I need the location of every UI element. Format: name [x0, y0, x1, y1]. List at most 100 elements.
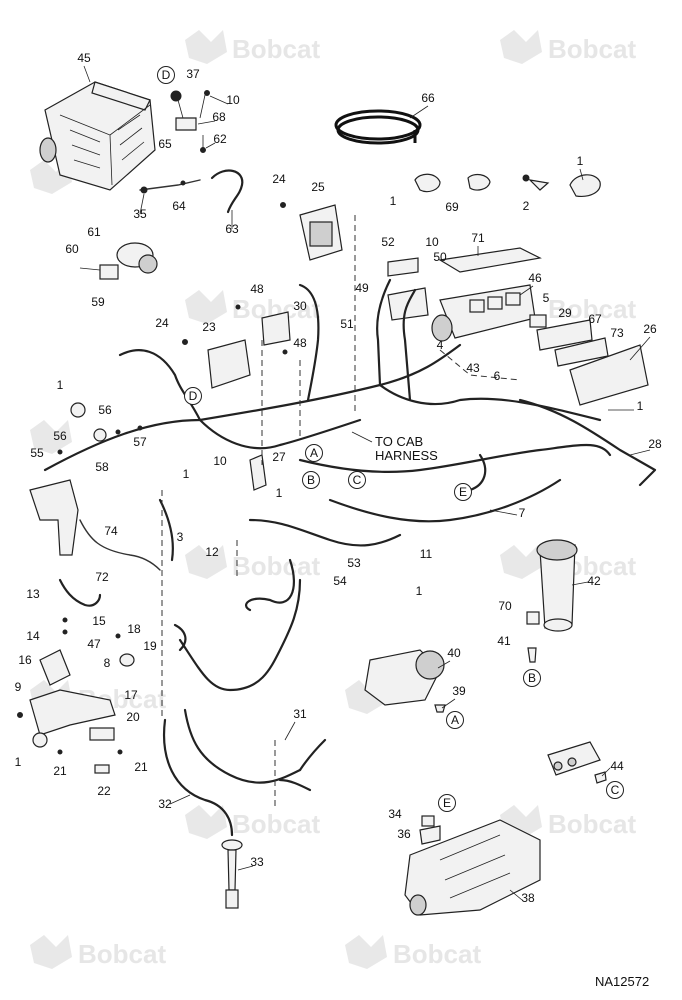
callout-32: 32 [158, 797, 172, 811]
callout-14: 14 [26, 629, 40, 643]
callout-23: 23 [202, 320, 216, 334]
bracket-27 [249, 454, 267, 491]
reference-E: E [454, 483, 472, 501]
callout-1: 1 [57, 378, 64, 392]
valve-body-38 [404, 815, 541, 916]
callout-59: 59 [91, 295, 105, 309]
callout-72: 72 [95, 570, 109, 584]
callout-52: 52 [381, 235, 395, 249]
watermark-logo-icon [185, 30, 227, 64]
bracket-30 [235, 304, 291, 355]
callout-35: 35 [133, 207, 147, 221]
callout-30: 30 [293, 299, 307, 313]
callout-20: 20 [126, 710, 140, 724]
callout-73: 73 [610, 326, 624, 340]
reference-D: D [157, 66, 175, 84]
callout-57: 57 [133, 435, 147, 449]
svg-text:C: C [611, 783, 620, 797]
drawing-number: NA12572 [595, 974, 649, 989]
watermark-text: Bobcat [548, 809, 636, 839]
svg-text:A: A [310, 446, 318, 460]
callout-36: 36 [397, 827, 411, 841]
control-module-45 [39, 81, 156, 191]
callout-65: 65 [158, 137, 172, 151]
reference-B: B [302, 471, 320, 489]
callout-44: 44 [610, 759, 624, 773]
motor-40 [364, 649, 446, 713]
callout-16: 16 [18, 653, 32, 667]
callout-1: 1 [183, 467, 190, 481]
wire-64 [139, 179, 201, 191]
callout-37: 37 [186, 67, 200, 81]
callout-1: 1 [577, 154, 584, 168]
callout-69: 69 [445, 200, 459, 214]
callout-68: 68 [212, 110, 226, 124]
callout-19: 19 [143, 639, 157, 653]
callout-63: 63 [225, 222, 239, 236]
harness-28 [518, 398, 657, 487]
callout-42: 42 [587, 574, 601, 588]
tube-coil-66 [334, 109, 422, 145]
svg-text:E: E [459, 485, 467, 499]
callout-41: 41 [497, 634, 511, 648]
svg-text:C: C [353, 473, 362, 487]
fastener-group-37-68 [170, 90, 210, 153]
valve-block-44 [547, 741, 607, 784]
callout-61: 61 [87, 225, 101, 239]
callout-43: 43 [466, 361, 480, 375]
callout-15: 15 [92, 614, 106, 628]
watermark-text: Bobcat [232, 34, 320, 64]
callout-60: 60 [65, 242, 79, 256]
watermark-logo-icon [500, 30, 542, 64]
callout-10: 10 [226, 93, 240, 107]
callout-3: 3 [177, 530, 184, 544]
callout-9: 9 [15, 680, 22, 694]
callout-47: 47 [87, 637, 101, 651]
watermark-logo-icon [500, 545, 542, 579]
callout-53: 53 [347, 556, 361, 570]
watermark-logo-icon [30, 420, 72, 454]
reference-lines [161, 215, 521, 810]
svg-text:B: B [307, 473, 315, 487]
module-23 [182, 339, 251, 389]
svg-text:D: D [162, 68, 171, 82]
watermark-text: Bobcat [78, 939, 166, 969]
callout-6: 6 [494, 369, 501, 383]
callout-22: 22 [97, 784, 111, 798]
callout-62: 62 [213, 132, 227, 146]
callout-74: 74 [104, 524, 118, 538]
callout-4: 4 [437, 338, 444, 352]
callout-12: 12 [205, 545, 219, 559]
reference-C: C [348, 471, 366, 489]
svg-text:D: D [189, 389, 198, 403]
callout-70: 70 [498, 599, 512, 613]
callout-31: 31 [293, 707, 307, 721]
callout-45: 45 [77, 51, 91, 65]
callout-1: 1 [15, 755, 22, 769]
callout-67: 67 [588, 312, 602, 326]
callout-26: 26 [643, 322, 657, 336]
callout-11: 11 [420, 547, 433, 561]
callout-46: 46 [528, 271, 542, 285]
callout-1: 1 [390, 194, 397, 208]
watermark-logo-icon [185, 290, 227, 324]
callout-27: 27 [272, 450, 286, 464]
watermark-logo-icon [185, 545, 227, 579]
watermark-text: Bobcat [548, 294, 636, 324]
callout-10: 10 [213, 454, 227, 468]
callout-51: 51 [340, 317, 354, 331]
reference-A: A [446, 711, 464, 729]
reference-B: B [523, 669, 541, 687]
filter-assembly-42 [526, 539, 578, 663]
wire-loop-63 [210, 169, 244, 214]
leader-lines [83, 65, 651, 901]
callout-39: 39 [452, 684, 466, 698]
callout-54: 54 [333, 574, 347, 588]
callout-58: 58 [95, 460, 109, 474]
main-harness-7 [43, 278, 612, 837]
watermark-text: Bobcat [232, 551, 320, 581]
svg-text:E: E [443, 796, 451, 810]
